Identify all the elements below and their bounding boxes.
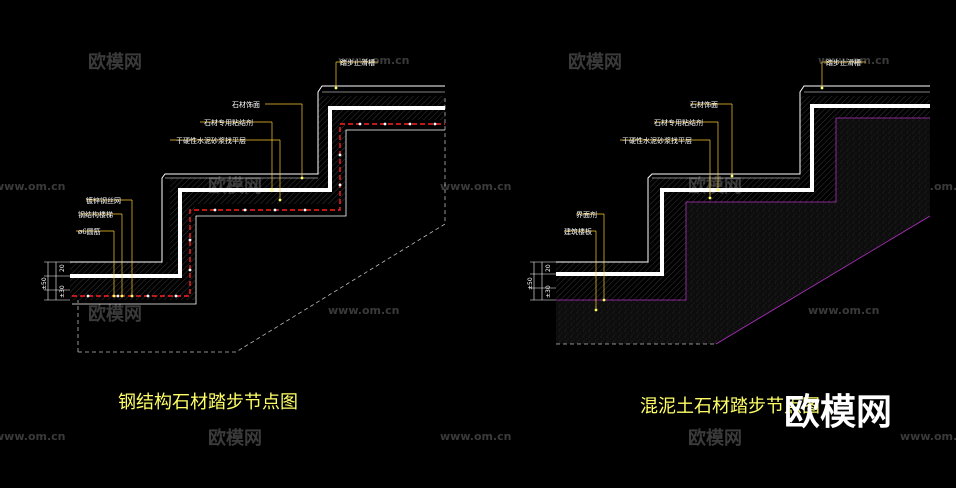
label-anti-slip: 踏步止滑槽	[340, 58, 375, 67]
concrete-detail-title: 混泥土石材踏步节点图	[640, 396, 820, 417]
watermark-brand: 欧模网	[568, 51, 622, 73]
dim-top: 20	[545, 264, 552, 272]
steel-detail-title: 钢结构石材踏步节点图	[118, 392, 298, 413]
rebar-dots	[86, 122, 437, 298]
watermark-url: www.om.cn	[328, 304, 400, 317]
dim-left: ±50	[527, 277, 534, 290]
label-steel-stair: 钢结构楼梯	[78, 210, 113, 219]
watermark-url: www.om.cn	[818, 54, 890, 67]
leader-dots	[594, 86, 824, 312]
leader-lines	[76, 61, 378, 296]
concrete-slab-region	[556, 118, 930, 344]
brand-logo: 欧模网	[784, 392, 892, 433]
label-stone-adhesive: 石材专用粘结剂	[654, 118, 703, 127]
anti-slip-groove	[165, 91, 445, 179]
dim-mid: ±30	[545, 285, 552, 298]
dim-mid: ±30	[59, 285, 66, 298]
watermark-url: www.om.cn	[440, 180, 512, 193]
watermark-brand: 欧模网	[88, 51, 142, 73]
dimension-lines	[530, 261, 556, 301]
steel-stair-detail: 踏步止滑槽 石材饰面 石材专用粘结剂 干硬性水泥砂浆找平层 镀锌钢丝网 钢结构楼…	[41, 58, 446, 413]
label-anti-slip: 踏步止滑槽	[826, 58, 861, 67]
mortar-bed-region	[70, 96, 445, 300]
step-surface-outline	[556, 85, 930, 263]
leader-dots	[112, 86, 338, 298]
label-stone-adhesive: 石材专用粘结剂	[204, 118, 253, 127]
label-stone-finish: 石材饰面	[690, 100, 718, 109]
step-surface-outline	[70, 85, 445, 263]
mortar-bed-region	[556, 96, 930, 300]
label-galv-mesh: 镀锌钢丝网	[86, 196, 121, 205]
dim-top: 20	[59, 264, 66, 272]
watermark-url: www.om.cn	[0, 180, 66, 193]
watermark-brand: 欧模网	[688, 427, 742, 449]
steel-stair-outline	[77, 96, 446, 353]
steel-plate-line	[72, 129, 445, 305]
label-interface: 界面剂	[576, 210, 597, 219]
label-slab: 建筑楼板	[564, 227, 592, 236]
watermark-url: www.om.cn	[440, 430, 512, 443]
dimension-lines	[44, 261, 70, 301]
slab-edge-line	[556, 117, 931, 345]
watermark-url: www.om.cn	[0, 430, 66, 443]
watermark-brand: 欧模网	[208, 427, 262, 449]
label-stone-finish: 石材饰面	[232, 100, 260, 109]
watermark-url: www.om.cn	[338, 54, 410, 67]
dim-left: ±50	[41, 277, 48, 290]
watermark-brand: 欧模网	[88, 303, 142, 325]
anti-slip-groove	[652, 91, 930, 179]
concrete-stair-detail: 踏步止滑槽 石材饰面 石材专用粘结剂 干硬性水泥砂浆找平层 界面剂 建筑楼板 2…	[527, 58, 931, 417]
stone-finish-layer	[556, 104, 930, 276]
leader-lines	[564, 61, 866, 310]
watermark-url: www.om.cn	[900, 430, 956, 443]
label-mortar-bed: 干硬性水泥砂浆找平层	[176, 136, 246, 145]
label-mortar-bed: 干硬性水泥砂浆找平层	[622, 136, 692, 145]
label-rebar: ø6圆筋	[78, 227, 101, 236]
watermark-url: www.om.cn	[808, 304, 880, 317]
galvanized-mesh-line	[72, 123, 445, 297]
stone-finish-layer	[70, 106, 445, 278]
